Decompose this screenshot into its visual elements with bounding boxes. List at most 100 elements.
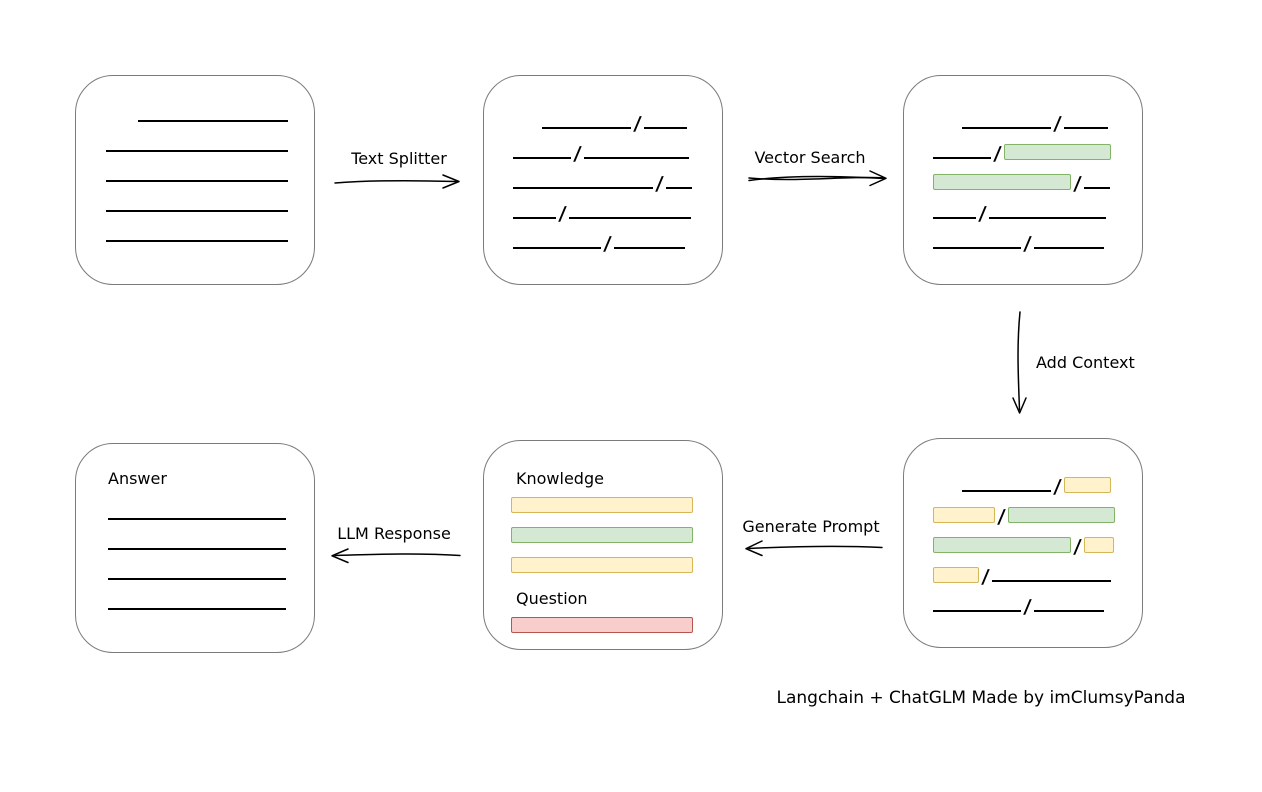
chunk-row <box>511 543 722 573</box>
chunk-row: / <box>513 100 722 135</box>
question-title: Question <box>516 589 588 608</box>
green-chunk <box>511 527 693 543</box>
line-segment <box>643 127 687 129</box>
vector-chunk-lines: ///// <box>904 76 1142 255</box>
chunk-row <box>106 153 314 183</box>
line-segment <box>933 217 976 219</box>
chunk-row: / <box>933 190 1142 225</box>
yellow-chunk <box>933 507 995 523</box>
line-segment <box>933 247 1021 249</box>
chunk-row <box>511 483 722 513</box>
add-context-label: Add Context <box>1036 353 1135 372</box>
chunk-row: / <box>933 523 1142 558</box>
gap-segment <box>933 492 962 493</box>
green-chunk <box>933 537 1071 553</box>
prompt-box: Knowledge Question <box>483 440 723 650</box>
line-segment <box>583 157 689 159</box>
line-segment <box>962 127 1051 129</box>
chunk-row: / <box>933 100 1142 135</box>
knowledge-title: Knowledge <box>516 469 604 488</box>
split-chunks-box: ///// <box>483 75 723 285</box>
question-bar <box>484 603 722 633</box>
answer-lines <box>76 489 314 611</box>
line-segment <box>108 608 286 610</box>
line-segment <box>513 217 556 219</box>
line-segment <box>988 217 1106 219</box>
line-segment <box>138 120 288 122</box>
chunk-row: / <box>933 493 1142 528</box>
chunk-row: / <box>513 160 722 195</box>
line-segment <box>108 518 286 520</box>
llm-response-arrow <box>331 548 461 564</box>
diagram-caption: Langchain + ChatGLM Made by imClumsyPand… <box>776 688 1186 708</box>
line-segment <box>106 210 288 212</box>
chunk-row: / <box>933 160 1142 195</box>
generate-prompt-arrow <box>745 540 883 557</box>
gap-segment <box>106 122 138 123</box>
answer-title: Answer <box>108 469 167 488</box>
knowledge-bars <box>484 483 722 573</box>
green-chunk <box>1007 507 1115 523</box>
line-segment <box>542 127 631 129</box>
chunk-row <box>106 183 314 213</box>
line-segment <box>991 580 1111 582</box>
line-segment <box>568 217 691 219</box>
line-segment <box>1033 610 1104 612</box>
vector-search-arrow <box>748 170 887 187</box>
llm-response-label: LLM Response <box>337 524 451 543</box>
yellow-chunk <box>511 497 693 513</box>
line-segment <box>665 187 692 189</box>
line-segment <box>108 578 286 580</box>
chunk-row: / <box>933 463 1142 498</box>
chunk-row <box>108 551 314 581</box>
gap-segment <box>933 129 962 130</box>
chunk-row: / <box>933 220 1142 255</box>
line-segment <box>962 490 1051 492</box>
line-segment <box>106 150 288 152</box>
chunk-row <box>108 581 314 611</box>
text-splitter-arrow <box>334 174 460 189</box>
chunk-row <box>108 521 314 551</box>
chunk-row: / <box>933 553 1142 588</box>
chunk-row: / <box>933 583 1142 618</box>
context-box: ///// <box>903 438 1143 648</box>
green-chunk <box>1003 144 1111 160</box>
answer-box: Answer <box>75 443 315 653</box>
chunk-row <box>108 491 314 521</box>
green-chunk <box>933 174 1071 190</box>
line-segment <box>1033 247 1104 249</box>
yellow-chunk <box>1063 477 1111 493</box>
chunk-row: / <box>513 220 722 255</box>
chunk-row <box>106 213 314 243</box>
chunk-row <box>511 513 722 543</box>
slash-segment: / <box>602 233 613 255</box>
line-segment <box>1083 187 1110 189</box>
context-chunk-lines: ///// <box>904 439 1142 618</box>
line-segment <box>106 240 288 242</box>
document-box <box>75 75 315 285</box>
line-segment <box>1063 127 1108 129</box>
generate-prompt-label: Generate Prompt <box>742 517 880 536</box>
split-chunk-lines: ///// <box>484 76 722 255</box>
document-lines <box>76 76 314 243</box>
line-segment <box>613 247 685 249</box>
chunk-row: / <box>513 190 722 225</box>
line-segment <box>933 157 991 159</box>
chunk-row <box>106 123 314 153</box>
vector-search-result-box: ///// <box>903 75 1143 285</box>
line-segment <box>108 548 286 550</box>
yellow-chunk <box>511 557 693 573</box>
slash-segment: / <box>1022 233 1033 255</box>
line-segment <box>106 180 288 182</box>
line-segment <box>933 610 1021 612</box>
vector-search-label: Vector Search <box>754 148 866 167</box>
yellow-chunk <box>933 567 979 583</box>
gap-segment <box>513 129 542 130</box>
red-chunk <box>511 617 693 633</box>
chunk-row <box>511 603 722 633</box>
line-segment <box>513 247 601 249</box>
yellow-chunk <box>1083 537 1114 553</box>
add-context-arrow <box>1012 311 1027 414</box>
chunk-row: / <box>513 130 722 165</box>
